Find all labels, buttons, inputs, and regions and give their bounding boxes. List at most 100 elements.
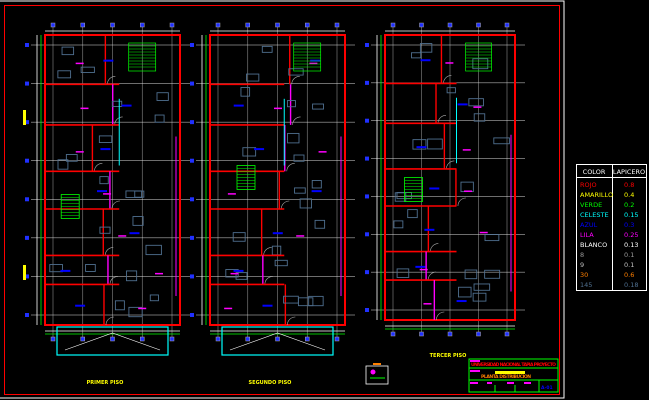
axis-bubble: [190, 313, 194, 317]
axis-bubble: [476, 22, 481, 28]
furniture: [65, 154, 78, 162]
axis-bubble: [80, 336, 85, 342]
axis-bubble: [190, 197, 194, 202]
room-tag: [103, 193, 112, 195]
axis-bubble: [390, 22, 396, 28]
door-swing: [437, 115, 447, 124]
axis-bubble: [245, 336, 250, 342]
axis-bubble: [25, 158, 29, 163]
furniture: [393, 220, 404, 229]
axis-bubble: [365, 43, 369, 47]
furniture: [419, 43, 433, 53]
axis-bubble: [447, 22, 453, 28]
furniture: [312, 103, 324, 110]
sheet-frame: [0, 0, 565, 399]
legend-color-name: 145: [580, 281, 592, 289]
furniture: [57, 159, 69, 170]
legend-color-name: AZUL: [580, 221, 598, 229]
furniture: [484, 234, 500, 242]
furniture: [126, 270, 138, 282]
furniture: [484, 269, 501, 279]
axis-bubble: [110, 336, 115, 342]
axis-bubble: [365, 232, 369, 237]
axis-bubble: [365, 118, 369, 123]
furniture: [240, 87, 251, 97]
axis-bubble: [365, 194, 369, 199]
room-tag: [272, 232, 283, 235]
axis-bubble: [334, 22, 340, 28]
axis-bubble: [50, 22, 56, 28]
furniture: [149, 294, 159, 302]
axis-bubble: [365, 156, 369, 161]
door-swing: [430, 243, 439, 252]
axis-bubble: [504, 331, 510, 337]
room-tag: [224, 307, 233, 310]
room-tag: [464, 190, 473, 192]
door-swing: [436, 311, 445, 321]
furniture: [156, 92, 169, 101]
room-tag: [274, 107, 283, 110]
furniture: [98, 135, 113, 144]
axis-bubble: [215, 336, 221, 342]
axis-bubble: [190, 120, 194, 125]
room-tag: [457, 103, 468, 106]
axis-bubble: [190, 235, 194, 240]
legend-pen-value: 0.8: [624, 181, 634, 189]
floor-label-primer: PRIMER PISO: [87, 380, 124, 386]
room-tag: [415, 265, 426, 268]
furniture: [99, 226, 111, 234]
room-tag: [75, 151, 84, 153]
door-swing: [457, 197, 466, 207]
legend-pen-value: 0.13: [624, 241, 638, 249]
room-tag: [155, 272, 164, 275]
door-swing: [109, 276, 118, 285]
door-swing: [292, 116, 301, 125]
door-swing: [263, 247, 272, 256]
door-swing: [111, 200, 120, 210]
door-swing: [286, 163, 295, 172]
legend-color-name: 9: [580, 261, 584, 269]
axis-bubble: [25, 81, 29, 86]
door-swing: [280, 200, 290, 210]
door-swing: [427, 271, 437, 281]
door-swing: [264, 276, 273, 285]
door-swing: [94, 163, 103, 172]
furniture: [294, 187, 306, 194]
furniture: [473, 283, 491, 291]
room-tag: [420, 59, 431, 62]
door-swing: [291, 76, 300, 85]
room-tag: [296, 235, 305, 237]
legend-pen-value: 0.1: [624, 261, 634, 269]
room-tag: [262, 304, 273, 307]
legend-header-color: COLOR: [583, 168, 606, 176]
room-tag: [97, 190, 108, 193]
furniture: [411, 52, 422, 59]
furniture: [57, 70, 72, 79]
room-tag: [423, 303, 432, 305]
furniture: [297, 297, 314, 307]
room-tag: [80, 107, 89, 110]
axis-bubble: [447, 331, 453, 337]
room-tag: [118, 235, 127, 237]
furniture: [396, 268, 410, 278]
axis-bubble: [305, 336, 310, 342]
furniture: [458, 286, 472, 298]
legend-header-pen: LAPICERO: [613, 168, 645, 176]
title-block-subtitle: PLANTA DISTRIBUCION: [481, 374, 531, 380]
axis-bubble: [25, 120, 29, 125]
furniture: [460, 181, 474, 193]
floor-plan: [365, 22, 525, 337]
axis-bubble: [25, 274, 29, 279]
canopy-outline: [229, 332, 326, 351]
furniture: [274, 259, 288, 267]
axis-bubble: [419, 331, 424, 337]
furniture: [468, 98, 484, 107]
canopy-outline: [64, 332, 161, 351]
legend-color-name: LILA: [580, 231, 594, 239]
room-tag: [227, 193, 236, 195]
furniture: [261, 45, 273, 53]
axis-bubble: [25, 235, 29, 240]
legend-color-name: 30: [580, 271, 588, 279]
